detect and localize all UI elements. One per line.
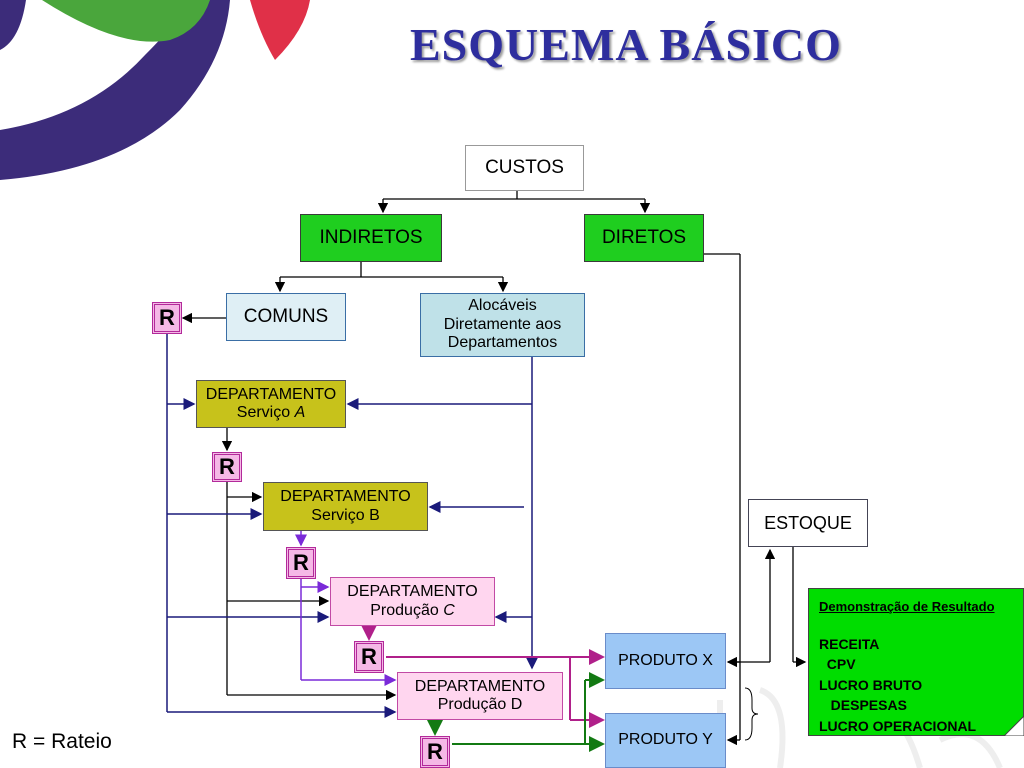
rateio-marker-1: R [152, 302, 182, 334]
node-produto-x: PRODUTO X [605, 633, 726, 689]
page-curl-icon [1004, 716, 1024, 736]
dept-a-line-1: DEPARTAMENTO [205, 385, 337, 403]
dem-line-cpv: CPV [819, 656, 856, 672]
connectors-purple [295, 531, 397, 686]
node-dept-c: DEPARTAMENTO Produção C [330, 577, 495, 626]
alocaveis-line-3: Departamentos [447, 334, 558, 352]
rateio-marker-4: R [354, 641, 384, 673]
connectors-navy [166, 333, 538, 718]
dept-a-prefix: Serviço [236, 404, 295, 421]
demonstracao-resultado-panel: Demonstração de Resultado RECEITA CPV LU… [808, 588, 1024, 736]
dept-c-letter: C [443, 601, 455, 619]
node-alocaveis: Alocáveis Diretamente aos Departamentos [420, 293, 585, 357]
dept-d-line-1: DEPARTAMENTO [414, 677, 546, 695]
dept-c-prefix: Produção [370, 601, 444, 619]
corner-logo [0, 0, 310, 180]
dem-line-despesas: DESPESAS [819, 697, 907, 713]
node-indiretos: INDIRETOS [300, 214, 442, 262]
dept-a-letter: A [294, 404, 306, 421]
node-produto-y: PRODUTO Y [605, 713, 726, 768]
rateio-marker-3: R [286, 547, 316, 579]
node-custos: CUSTOS [465, 145, 584, 191]
connectors-magenta [361, 625, 605, 728]
rateio-marker-2: R [212, 452, 242, 482]
dem-line-lucro-operacional: LUCRO OPERACIONAL [819, 717, 977, 734]
node-diretos: DIRETOS [584, 214, 704, 262]
dept-a-line-2: Serviço A [237, 404, 305, 422]
dem-line-lucro-bruto: LUCRO BRUTO [819, 676, 923, 693]
connectors-top [181, 191, 807, 746]
dept-b-line-2: Serviço B [311, 506, 380, 524]
dept-b-line-1: DEPARTAMENTO [280, 488, 411, 506]
legend-rateio: R = Rateio [12, 730, 112, 753]
node-dept-b: DEPARTAMENTO Serviço B [263, 482, 428, 531]
alocaveis-line-1: Alocáveis [468, 297, 537, 315]
connectors-green [427, 672, 605, 752]
dept-d-line-2: Produção D [437, 696, 523, 713]
node-dept-d: DEPARTAMENTO Produção D [397, 672, 563, 720]
node-comuns: COMUNS [226, 293, 346, 341]
node-dept-a: DEPARTAMENTO Serviço A [196, 380, 346, 428]
page-title: ESQUEMA BÁSICO [410, 19, 842, 70]
node-estoque: ESTOQUE [748, 499, 868, 547]
dept-c-line-2: Produção C [370, 602, 455, 620]
dept-c-line-1: DEPARTAMENTO [347, 583, 478, 601]
rateio-marker-5: R [420, 736, 450, 768]
demonstracao-heading: Demonstração de Resultado [819, 599, 995, 614]
dem-line-receita: RECEITA [819, 635, 880, 652]
alocaveis-line-2: Diretamente aos [443, 315, 562, 333]
